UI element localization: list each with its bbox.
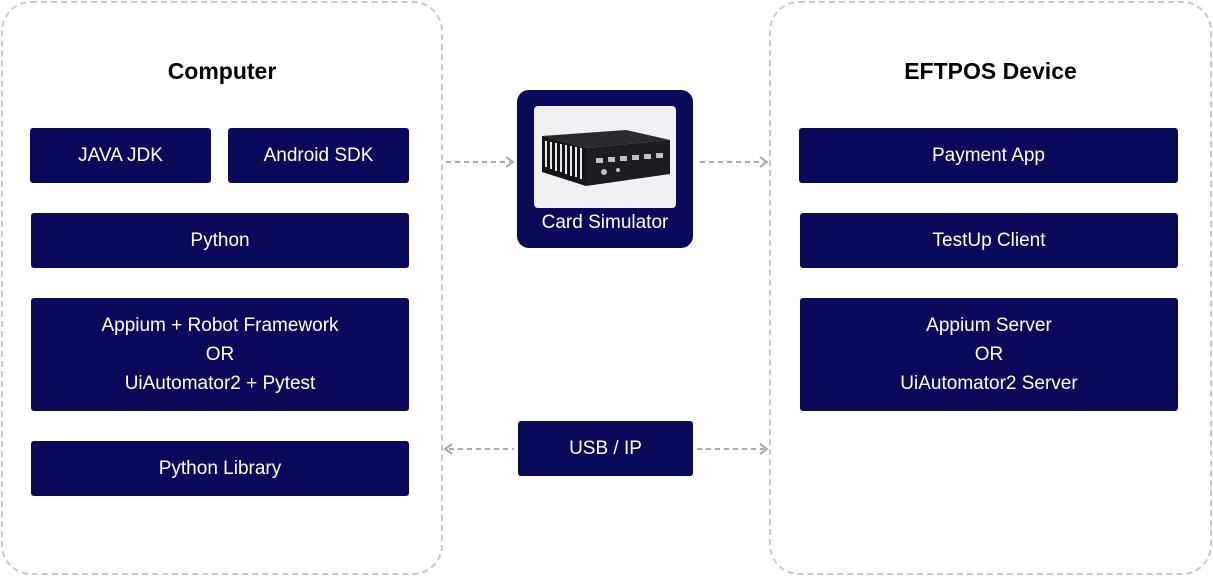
server-or: OR [974,344,1004,365]
test-framework-box: Appium + Robot Framework OR UiAutomator2… [31,298,409,411]
server-option-1: Appium Server [926,315,1052,336]
eftpos-panel: EFTPOS Device [769,1,1212,575]
usb-ip-box: USB / IP [518,421,693,476]
python-box: Python [31,213,409,268]
server-option-2: UiAutomator2 Server [900,373,1078,394]
eftpos-title: EFTPOS Device [904,58,1077,84]
python-library-box: Python Library [31,441,409,496]
framework-option-2: UiAutomator2 + Pytest [124,373,316,394]
arrowhead-computer-in [443,443,453,455]
payment-app-box: Payment App [799,128,1178,183]
arrowhead-simulator-in [505,156,515,168]
computer-panel: Computer [1,1,443,575]
arrowhead-eftpos-in-top [759,156,769,168]
computer-title: Computer [167,58,277,84]
java-jdk-box: JAVA JDK [30,128,211,183]
framework-or: OR [205,344,235,365]
testup-client-box: TestUp Client [800,213,1178,268]
card-simulator-image [534,106,676,208]
card-simulator-box: Card Simulator [517,90,693,248]
card-simulator-label: Card Simulator [541,212,669,233]
device-server-box: Appium Server OR UiAutomator2 Server [800,298,1178,411]
framework-option-1: Appium + Robot Framework [101,315,339,336]
android-sdk-box: Android SDK [228,128,409,183]
arrowhead-eftpos-in-bottom [759,443,769,455]
